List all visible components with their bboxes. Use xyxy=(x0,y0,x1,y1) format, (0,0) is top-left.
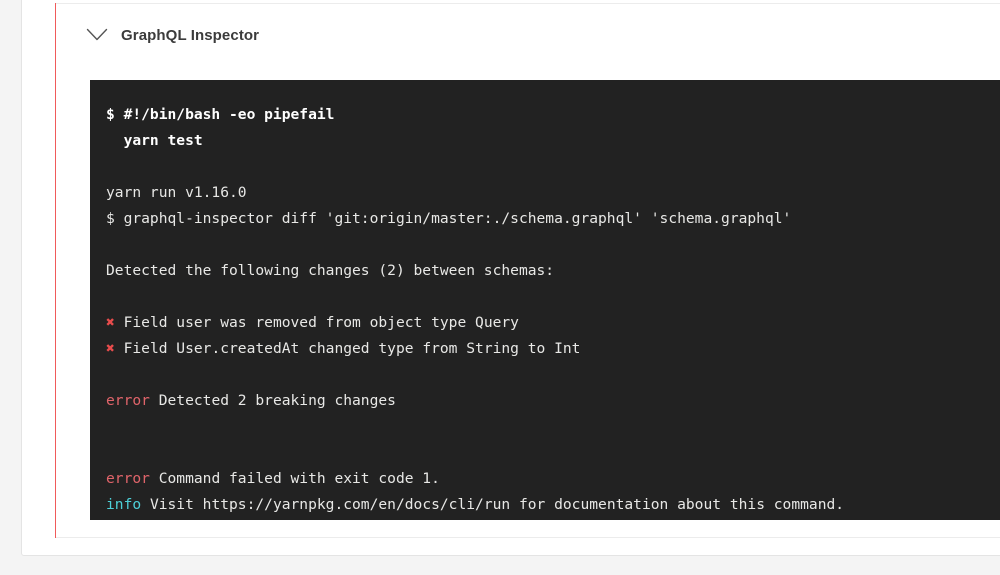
terminal-output-line: Detected the following changes (2) betwe… xyxy=(106,262,555,279)
terminal-blank-line xyxy=(106,362,1000,388)
terminal-error-line: error Detected 2 breaking changes xyxy=(106,388,1000,414)
terminal-line-text: Command failed with exit code 1. xyxy=(149,470,440,487)
terminal-blank-line xyxy=(106,232,1000,258)
page-frame: GraphQL Inspector $ #!/bin/bash -eo pipe… xyxy=(21,0,1000,556)
terminal-blank-line xyxy=(106,440,1000,466)
error-x-icon: ✖ xyxy=(106,314,115,331)
terminal-output-line: yarn run v1.16.0 xyxy=(106,184,247,201)
terminal-blank-line xyxy=(106,414,1000,440)
terminal-breaking-change-line: ✖ Field user was removed from object typ… xyxy=(106,310,1000,336)
terminal-error-tag: error xyxy=(106,470,150,487)
terminal-breaking-change-line: ✖ Field User.createdAt changed type from… xyxy=(106,336,1000,362)
terminal-blank-line xyxy=(106,284,1000,310)
terminal-info-tag: info xyxy=(106,496,142,513)
terminal-line-text: Field user was removed from object type … xyxy=(114,314,519,331)
card-header[interactable]: GraphQL Inspector xyxy=(56,4,1000,66)
terminal-command-line: $ #!/bin/bash -eo pipefail xyxy=(106,106,335,123)
terminal-command-line: yarn test xyxy=(106,132,203,149)
build-step-card: GraphQL Inspector $ #!/bin/bash -eo pipe… xyxy=(56,3,1000,538)
terminal-info-line: info Visit https://yarnpkg.com/en/docs/c… xyxy=(106,492,1000,518)
terminal-line-text: Field User.createdAt changed type from S… xyxy=(114,340,581,357)
terminal-line-text: Visit https://yarnpkg.com/en/docs/cli/ru… xyxy=(141,496,845,513)
terminal-blank-line xyxy=(106,154,1000,180)
terminal-error-tag: error xyxy=(106,392,150,409)
terminal-error-line: error Command failed with exit code 1. xyxy=(106,466,1000,492)
chevron-down-icon[interactable] xyxy=(82,20,112,50)
error-x-icon: ✖ xyxy=(106,340,115,357)
terminal-output-panel[interactable]: $ #!/bin/bash -eo pipefail yarn test yar… xyxy=(90,80,1000,520)
terminal-lines: $ #!/bin/bash -eo pipefail yarn test yar… xyxy=(106,102,1000,520)
terminal-line-text: Detected 2 breaking changes xyxy=(149,392,396,409)
terminal-output-line: Exited with code 1 xyxy=(106,518,1000,520)
terminal-output-line: $ graphql-inspector diff 'git:origin/mas… xyxy=(106,210,792,227)
page-title: GraphQL Inspector xyxy=(121,26,260,44)
